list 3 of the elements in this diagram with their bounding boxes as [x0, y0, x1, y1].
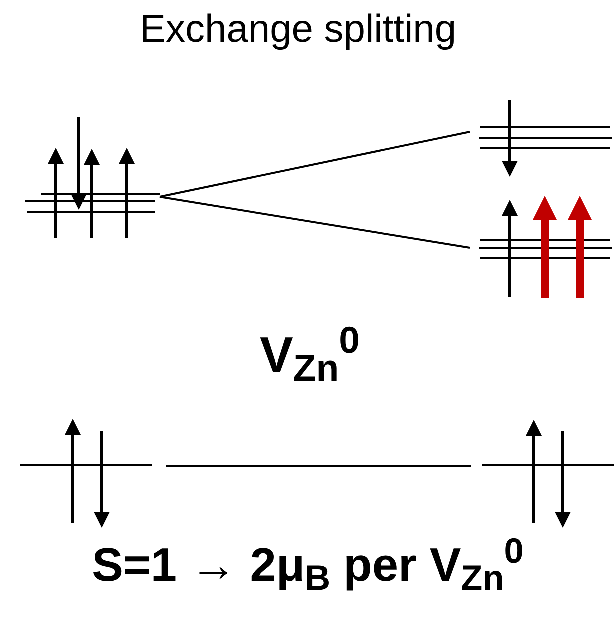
connector-line	[160, 131, 470, 198]
title: Exchange splitting	[140, 7, 457, 53]
connector-line	[160, 196, 470, 249]
